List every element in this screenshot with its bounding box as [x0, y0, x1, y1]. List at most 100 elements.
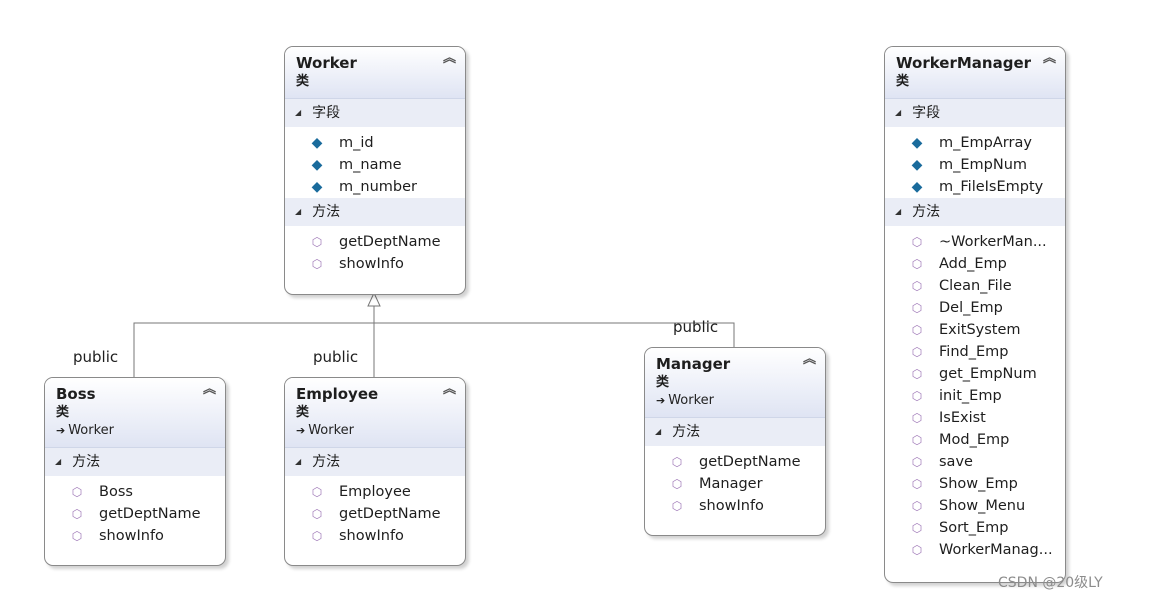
inheritance-arrowhead [367, 291, 381, 307]
connector-boss-manager [133, 322, 735, 377]
method-item[interactable]: ⬡save [885, 451, 1065, 473]
class-manager[interactable]: Manager 类 ➔Worker ︽ ◢方法 ⬡getDeptName ⬡Ma… [644, 347, 826, 536]
member-name: Show_Emp [939, 476, 1018, 492]
field-item[interactable]: ◆m_EmpArray [885, 132, 1065, 154]
method-icon: ⬡ [911, 411, 923, 425]
method-item[interactable]: ⬡ Employee [285, 481, 465, 503]
inherit-label-boss: public [73, 348, 119, 366]
method-item[interactable]: ⬡showInfo [285, 253, 465, 275]
method-item[interactable]: ⬡showInfo [285, 525, 465, 547]
class-kind: 类 [896, 74, 910, 89]
section-label: 方法 [312, 454, 341, 470]
class-worker-manager[interactable]: WorkerManager 类 ︽ ◢字段 ◆m_EmpArray ◆m_Emp… [884, 46, 1066, 583]
member-name: m_FileIsEmpty [939, 179, 1044, 195]
class-worker[interactable]: Worker 类 ︽ ◢字段 ◆m_id ◆m_name ◆m_number ◢… [284, 46, 466, 295]
method-icon: ⬡ [911, 345, 923, 359]
section-methods[interactable]: ◢ 方法 [285, 448, 465, 476]
method-item[interactable]: ⬡showInfo [45, 525, 225, 547]
method-icon: ⬡ [911, 521, 923, 535]
class-header: Employee 类 ➔Worker ︽ [285, 378, 465, 448]
section-methods[interactable]: ◢方法 [285, 198, 465, 226]
method-icon: ⬡ [911, 367, 923, 381]
section-label: 方法 [312, 204, 341, 220]
member-name: m_name [339, 157, 402, 173]
class-boss[interactable]: Boss 类 ➔Worker ︽ ◢方法 ⬡Boss ⬡getDeptName … [44, 377, 226, 566]
inherit-arrow-icon: ➔ [656, 394, 666, 407]
method-item[interactable]: ⬡ WorkerManag... [885, 539, 1065, 561]
method-item[interactable]: ⬡~WorkerMan... [885, 231, 1065, 253]
method-icon: ⬡ [71, 529, 83, 543]
method-item[interactable]: ⬡Add_Emp [885, 253, 1065, 275]
field-item[interactable]: ◆m_id [285, 132, 465, 154]
triangle-expanded-icon: ◢ [295, 457, 302, 466]
method-icon: ⬡ [911, 543, 923, 557]
method-icon: ⬡ [71, 485, 83, 499]
method-item[interactable]: ⬡Mod_Emp [885, 429, 1065, 451]
method-item[interactable]: ⬡getDeptName [285, 231, 465, 253]
section-fields[interactable]: ◢字段 [285, 99, 465, 127]
method-item[interactable]: ⬡Manager [645, 473, 825, 495]
field-item[interactable]: ◆ m_name [285, 154, 465, 176]
member-name: Employee [339, 484, 411, 500]
class-kind: 类 [656, 375, 670, 390]
field-icon: ◆ [311, 179, 323, 195]
member-name: Find_Emp [939, 344, 1009, 360]
class-header: Manager 类 ➔Worker ︽ [645, 348, 825, 418]
method-item[interactable]: ⬡Clean_File [885, 275, 1065, 297]
method-item[interactable]: ⬡ Boss [45, 481, 225, 503]
method-item[interactable]: ⬡getDeptName [285, 503, 465, 525]
member-name: Add_Emp [939, 256, 1007, 272]
section-methods[interactable]: ◢方法 [645, 418, 825, 446]
method-item[interactable]: ⬡Sort_Emp [885, 517, 1065, 539]
field-icon: ◆ [911, 157, 923, 173]
double-chevron-up-icon[interactable]: ︽ [1042, 51, 1056, 66]
base-name: Worker [668, 393, 715, 408]
method-icon: ⬡ [911, 477, 923, 491]
method-item[interactable]: ⬡Del_Emp [885, 297, 1065, 319]
field-icon: ◆ [311, 157, 323, 173]
member-name: Boss [99, 484, 133, 500]
watermark: CSDN @20级LY [998, 575, 1103, 591]
class-kind: 类 [296, 405, 310, 420]
double-chevron-up-icon[interactable]: ︽ [442, 382, 456, 397]
section-fields[interactable]: ◢字段 [885, 99, 1065, 127]
method-item[interactable]: ⬡IsExist [885, 407, 1065, 429]
member-name: getDeptName [339, 234, 441, 250]
double-chevron-up-icon[interactable]: ︽ [202, 382, 216, 397]
section-methods[interactable]: ◢方法 [885, 198, 1065, 226]
triangle-expanded-icon: ◢ [895, 108, 902, 117]
class-base: ➔Worker [656, 392, 815, 410]
section-label: 方法 [672, 424, 701, 440]
class-employee[interactable]: Employee 类 ➔Worker ︽ ◢ 方法 ⬡ Employee ⬡getD… [284, 377, 466, 566]
field-item[interactable]: ◆ m_EmpNum [885, 154, 1065, 176]
member-name: WorkerManag... [939, 542, 1053, 558]
method-item[interactable]: ⬡ Find_Emp [885, 341, 1065, 363]
class-kind: 类 [296, 74, 310, 89]
inherit-label-manager: public [673, 318, 719, 336]
method-item[interactable]: ⬡Show_Menu [885, 495, 1065, 517]
section-methods[interactable]: ◢方法 [45, 448, 225, 476]
class-kind: 类 [56, 405, 70, 420]
field-item[interactable]: ◆m_number [285, 176, 465, 198]
member-name: showInfo [699, 498, 764, 514]
double-chevron-up-icon[interactable]: ︽ [802, 352, 816, 367]
method-icon: ⬡ [911, 499, 923, 513]
method-item[interactable]: ⬡ExitSystem [885, 319, 1065, 341]
method-icon: ⬡ [671, 477, 683, 491]
method-item[interactable]: ⬡ Show_Emp [885, 473, 1065, 495]
method-item[interactable]: ⬡init_Emp [885, 385, 1065, 407]
method-item[interactable]: ⬡showInfo [645, 495, 825, 517]
member-name: m_id [339, 135, 374, 151]
member-name: m_EmpNum [939, 157, 1028, 173]
field-item[interactable]: ◆m_FileIsEmpty [885, 176, 1065, 198]
method-item[interactable]: ⬡getDeptName [45, 503, 225, 525]
method-icon: ⬡ [311, 485, 323, 499]
method-item[interactable]: ⬡getDeptName [645, 451, 825, 473]
method-item[interactable]: ⬡get_EmpNum [885, 363, 1065, 385]
member-name: ~WorkerMan... [939, 234, 1047, 250]
double-chevron-up-icon[interactable]: ︽ [442, 51, 456, 66]
member-name: getDeptName [699, 454, 801, 470]
class-name: Boss [56, 385, 96, 403]
class-header: Worker 类 ︽ [285, 47, 465, 99]
